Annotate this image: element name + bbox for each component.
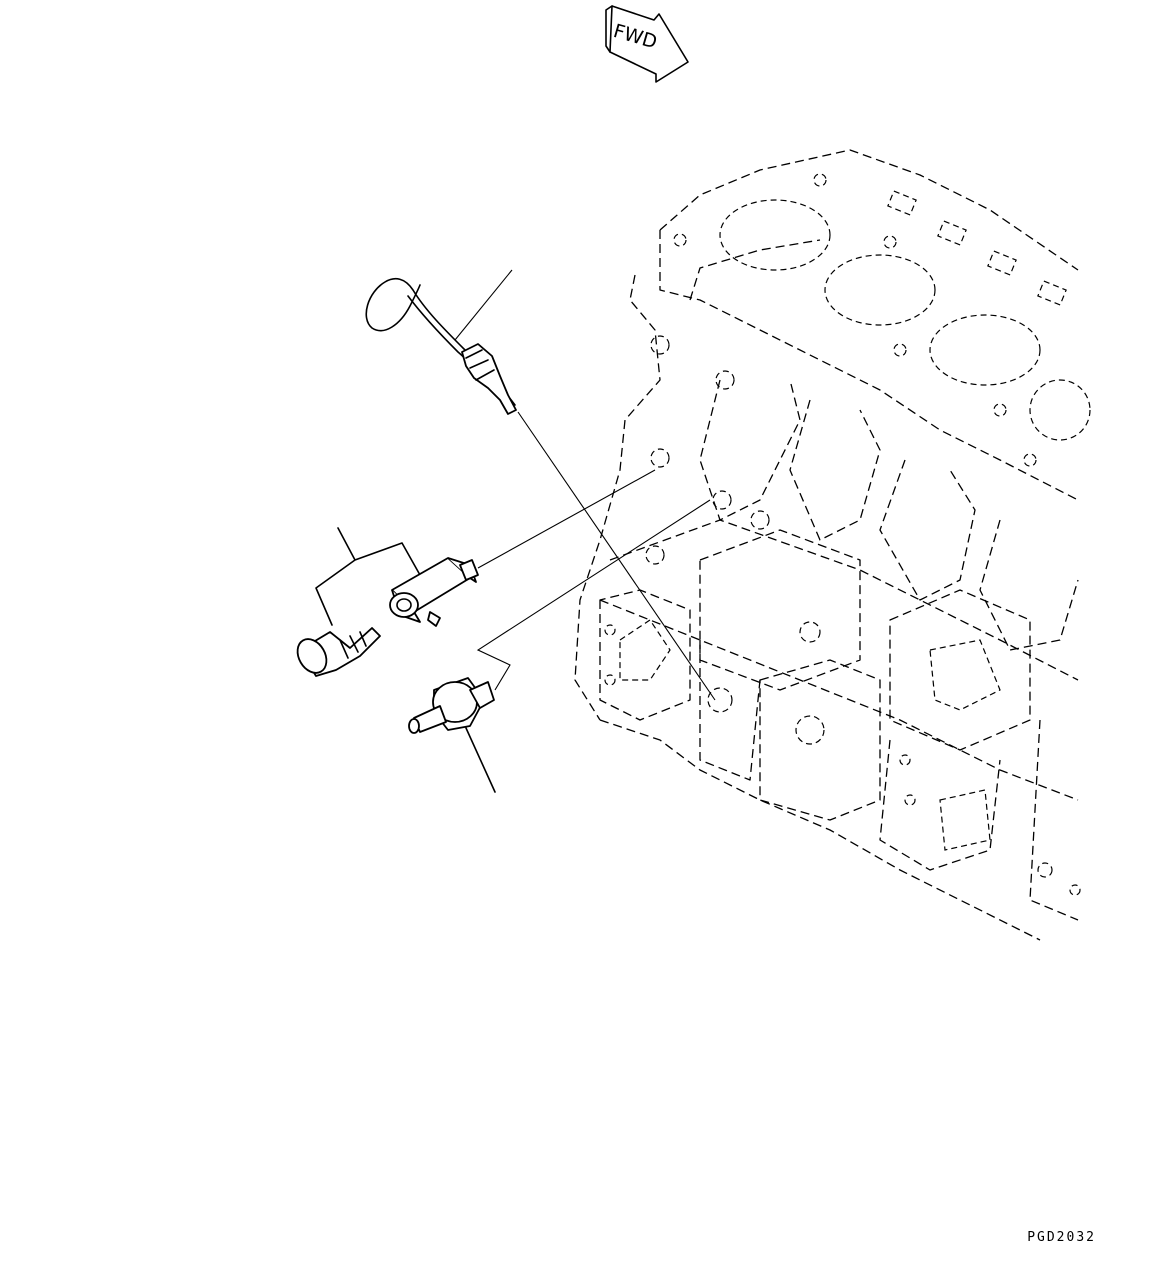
bolt [296, 627, 381, 677]
guide-dipstick [517, 411, 716, 701]
guide-adapter [477, 469, 656, 569]
fwd-label: FWD [611, 20, 660, 53]
drawing-code: PGD2032 [1027, 1230, 1096, 1245]
dipstick [365, 277, 517, 415]
engine-block [574, 149, 1091, 941]
adapter-fitting [389, 557, 479, 627]
leader-bracket [315, 527, 421, 626]
guide-switch [476, 499, 711, 691]
leader-dipstick [454, 269, 513, 341]
fwd-arrow-icon: FWD [605, 5, 689, 83]
oil-pressure-switch [408, 677, 495, 734]
leader-switch [465, 727, 496, 793]
